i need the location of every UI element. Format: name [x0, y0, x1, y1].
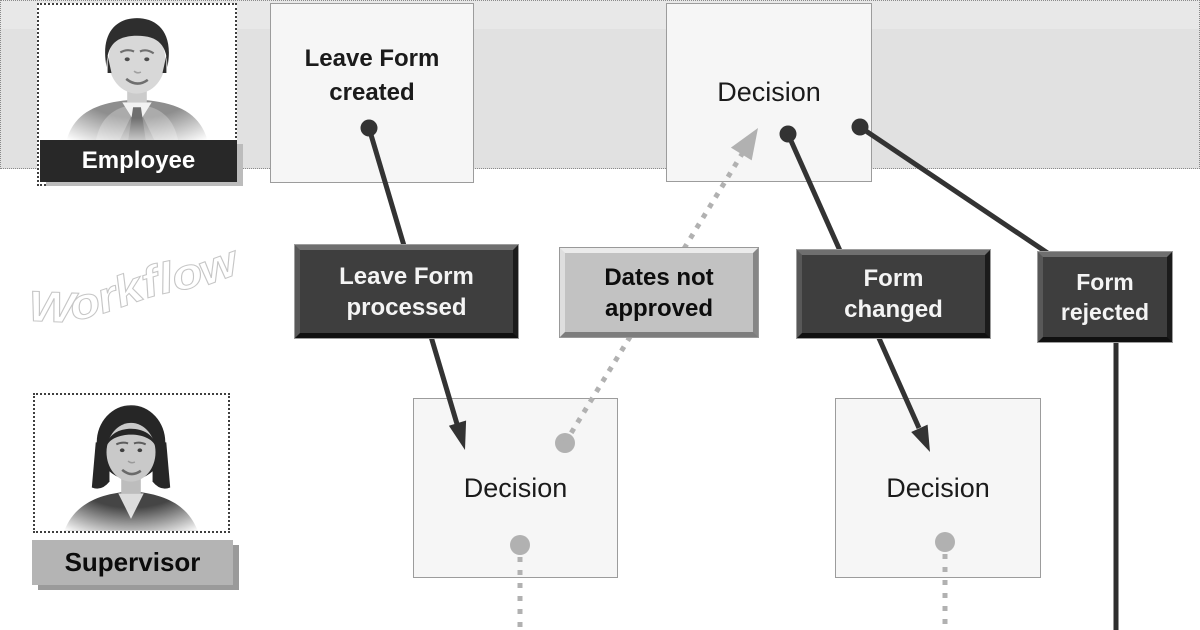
node-label: Form changed — [844, 265, 943, 323]
node-dates-not-approved: Dates not approved — [560, 248, 758, 337]
man-portrait-photo — [39, 6, 235, 141]
supervisor-lane-label: Supervisor — [32, 540, 233, 585]
node-form-rejected: Form rejected — [1038, 252, 1172, 342]
node-leave-form-processed: Leave Form processed — [295, 245, 518, 338]
node-decision-supervisor-right: Decision — [835, 398, 1041, 578]
node-label: Leave Form processed — [339, 262, 474, 321]
node-label: Decision — [717, 77, 821, 107]
node-form-changed: Form changed — [797, 250, 990, 338]
node-label: Decision — [463, 472, 568, 503]
node-decision-supervisor-left: Decision — [413, 398, 618, 578]
workflow-wordart-text: Workflow — [27, 236, 248, 334]
svg-text:Workflow: Workflow — [27, 236, 247, 333]
node-label: Form rejected — [1060, 269, 1150, 325]
node-decision-employee: Decision — [666, 3, 872, 182]
actor-label-text: Employee — [81, 147, 196, 174]
node-label: Decision — [886, 472, 990, 503]
supervisor-photo — [33, 393, 230, 533]
workflow-wordart: Workflow — [27, 236, 248, 334]
node-leave-form-created: Leave Form created — [270, 3, 474, 183]
actor-label-text: Supervisor — [64, 547, 201, 577]
woman-portrait-photo — [35, 395, 228, 531]
node-label: Dates not approved — [604, 263, 714, 322]
node-label: Leave Form created — [304, 45, 440, 106]
employee-lane-label: Employee — [40, 140, 237, 182]
